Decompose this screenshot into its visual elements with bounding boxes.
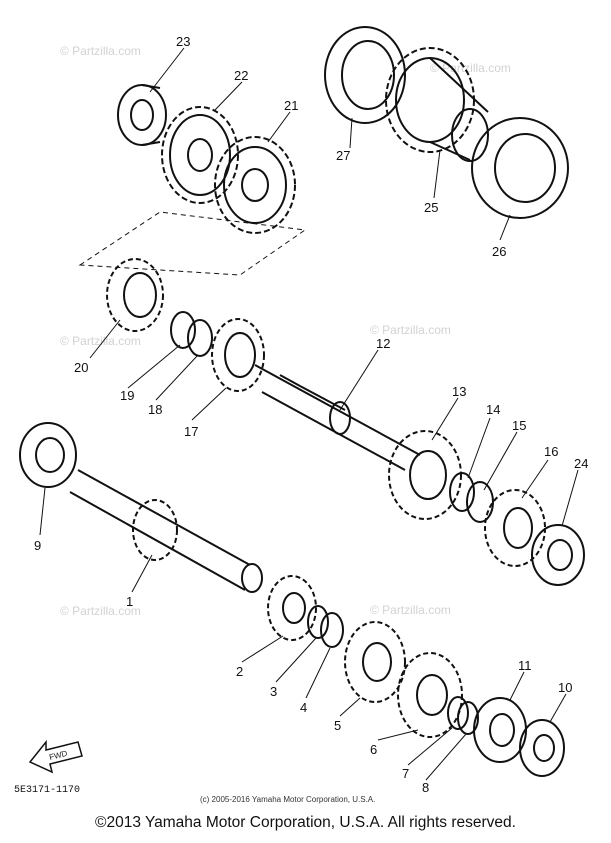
callout-16: 16 — [544, 444, 558, 459]
watermark-2: © Partzilla.com — [430, 61, 511, 75]
circlip-4 — [320, 612, 344, 648]
oil-seal-10 — [519, 719, 565, 777]
watermark-6: © Partzilla.com — [370, 603, 451, 617]
main-shaft-1 — [69, 469, 263, 593]
callout-24: 24 — [574, 456, 588, 471]
callout-12: 12 — [376, 336, 390, 351]
bearing-9 — [19, 422, 77, 488]
callout-9: 9 — [34, 538, 41, 553]
callout-10: 10 — [558, 680, 572, 695]
bearing-11 — [473, 697, 527, 763]
callout-2: 2 — [236, 664, 243, 679]
callout-8: 8 — [422, 780, 429, 795]
washer-3 — [307, 605, 329, 639]
callout-20: 20 — [74, 360, 88, 375]
watermark-3: © Partzilla.com — [60, 334, 141, 348]
callout-25: 25 — [424, 200, 438, 215]
callout-11: 11 — [518, 658, 532, 673]
leader-lines — [39, 47, 579, 781]
circlip-18 — [187, 319, 213, 357]
washer-19 — [170, 311, 196, 349]
gear-6 — [397, 652, 463, 738]
part-code: 5E3171-1170 — [14, 785, 80, 796]
drive-shaft-12 — [254, 364, 421, 471]
gear-22 — [161, 106, 239, 204]
gear-25 — [385, 47, 489, 162]
callout-18: 18 — [148, 402, 162, 417]
bearing-24 — [531, 524, 585, 586]
callout-14: 14 — [486, 402, 500, 417]
callout-1: 1 — [126, 594, 133, 609]
fwd-label: FWD — [48, 749, 68, 762]
callout-4: 4 — [300, 700, 307, 715]
gear-17 — [211, 318, 265, 392]
callout-15: 15 — [512, 418, 526, 433]
dashed-group-outline — [78, 211, 307, 276]
gear-16 — [484, 489, 546, 567]
callout-7: 7 — [402, 766, 409, 781]
callout-22: 22 — [234, 68, 248, 83]
callout-labels: 23 22 21 27 25 26 20 19 18 17 12 13 14 1… — [34, 34, 588, 795]
callout-6: 6 — [370, 742, 377, 757]
bearing-26 — [471, 117, 569, 219]
callout-27: 27 — [336, 148, 350, 163]
watermark-5: © Partzilla.com — [60, 604, 141, 618]
fine-copyright: (c) 2005-2016 Yamaha Motor Corporation, … — [200, 795, 375, 804]
washer-14 — [449, 472, 475, 512]
gear-2 — [267, 575, 317, 641]
gear-5 — [344, 621, 406, 703]
bearing-27 — [324, 26, 406, 124]
fwd-arrow-icon: FWD — [28, 739, 83, 774]
callout-13: 13 — [452, 384, 466, 399]
gear-13 — [388, 430, 462, 520]
gear-20 — [106, 258, 164, 332]
callout-3: 3 — [270, 684, 277, 699]
bearing-23 — [117, 84, 167, 146]
circlip-8 — [457, 701, 479, 735]
washer-7 — [447, 696, 469, 730]
callout-21: 21 — [284, 98, 298, 113]
callout-17: 17 — [184, 424, 198, 439]
footer-copyright: ©2013 Yamaha Motor Corporation, U.S.A. A… — [95, 814, 516, 831]
watermarks: © Partzilla.com © Partzilla.com © Partzi… — [60, 44, 511, 618]
callout-19: 19 — [120, 388, 134, 403]
callout-5: 5 — [334, 718, 341, 733]
callout-26: 26 — [492, 244, 506, 259]
circlip-15 — [466, 481, 494, 523]
gear-21 — [214, 136, 296, 234]
watermark-1: © Partzilla.com — [60, 44, 141, 58]
watermark-4: © Partzilla.com — [370, 323, 451, 337]
callout-23: 23 — [176, 34, 190, 49]
